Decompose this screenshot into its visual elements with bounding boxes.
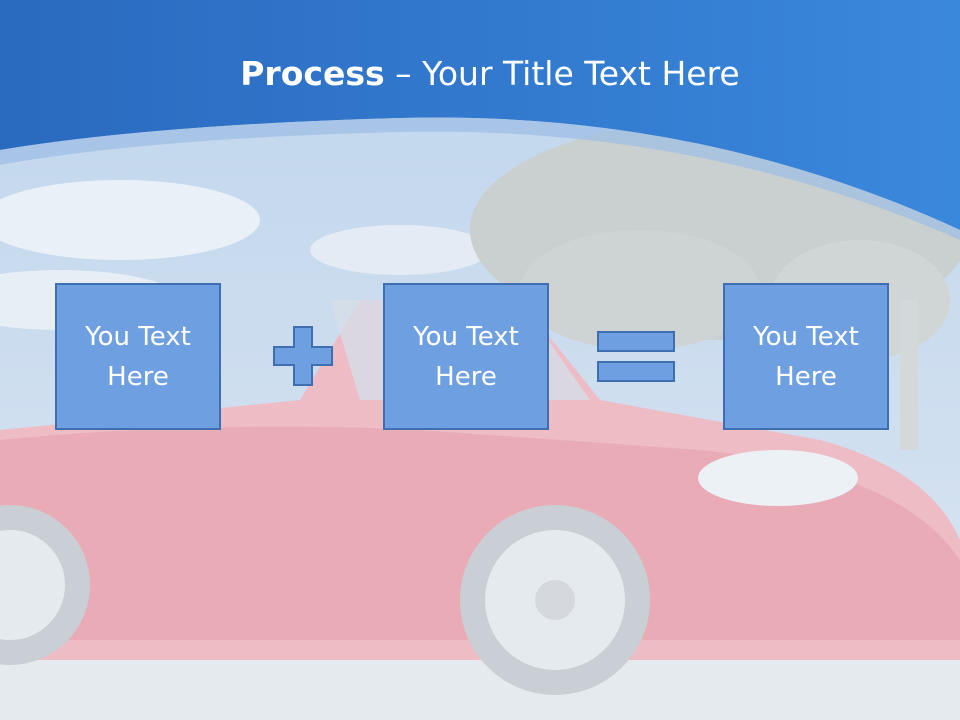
process-box-3-text: You Text Here xyxy=(753,321,859,392)
equals-icon xyxy=(597,331,675,382)
process-box-2[interactable]: You Text Here xyxy=(383,283,549,430)
process-box-1-text: You Text Here xyxy=(85,321,191,392)
title-rest: – Your Title Text Here xyxy=(384,54,740,93)
process-box-1[interactable]: You Text Here xyxy=(55,283,221,430)
process-box-3[interactable]: You Text Here xyxy=(723,283,889,430)
slide-title: Process – Your Title Text Here xyxy=(0,50,960,98)
process-box-2-text: You Text Here xyxy=(413,321,519,392)
plus-icon xyxy=(273,326,333,386)
title-bold: Process xyxy=(240,54,385,93)
